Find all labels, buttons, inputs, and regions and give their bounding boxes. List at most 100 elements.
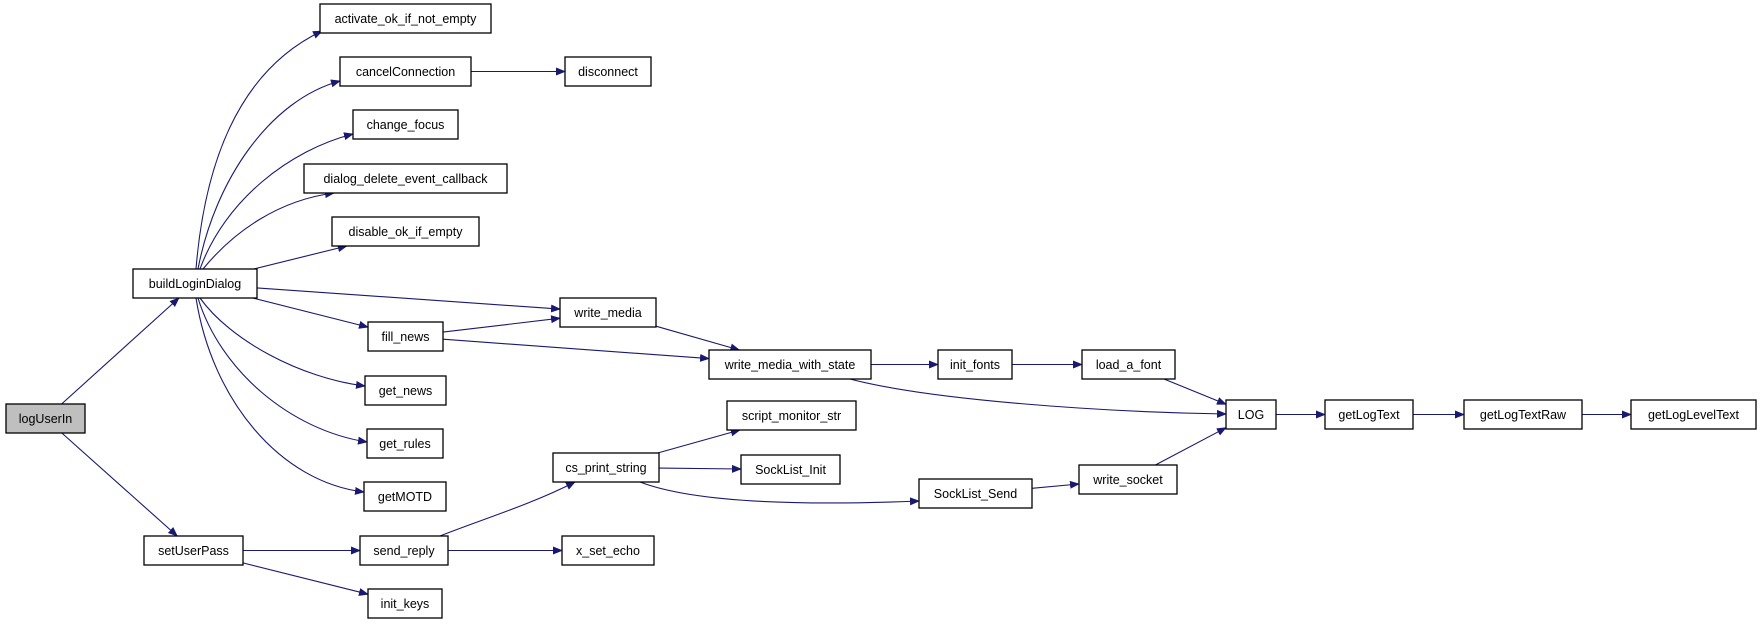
- edge-write_socket-to-LOG: [1155, 427, 1227, 466]
- node-label: getLogTextRaw: [1480, 408, 1567, 422]
- node-label: LOG: [1238, 408, 1264, 422]
- node-SockList_Init[interactable]: SockList_Init: [740, 454, 841, 485]
- edges-layer: [61, 30, 1632, 596]
- node-label: disconnect: [578, 65, 638, 79]
- node-cs_print_string[interactable]: cs_print_string: [552, 452, 660, 483]
- node-label: x_set_echo: [576, 544, 640, 558]
- node-label: getLogText: [1338, 408, 1400, 422]
- edge-buildLoginDialog-to-change_focus: [199, 132, 354, 270]
- edge-write_media-to-write_media_with_state: [655, 325, 741, 352]
- node-box: [132, 268, 258, 299]
- edge-buildLoginDialog-to-dialog_delete_event_callback: [202, 190, 335, 270]
- node-box: [1081, 349, 1176, 380]
- node-send_reply[interactable]: send_reply: [359, 535, 449, 566]
- edge-buildLoginDialog-to-cancelConnection: [197, 79, 341, 270]
- node-box: [1630, 399, 1757, 430]
- node-setUserPass[interactable]: setUserPass: [143, 535, 244, 566]
- node-box: [364, 375, 447, 406]
- node-script_monitor_str[interactable]: script_monitor_str: [726, 400, 857, 431]
- node-box: [303, 163, 508, 194]
- node-box: [352, 109, 459, 140]
- node-label: cs_print_string: [565, 461, 646, 475]
- edge-buildLoginDialog-to-write_media: [256, 287, 561, 313]
- node-label: get_news: [379, 384, 433, 398]
- node-box: [319, 3, 492, 34]
- node-change_focus[interactable]: change_focus: [352, 109, 459, 140]
- node-box: [367, 321, 444, 352]
- node-write_socket[interactable]: write_socket: [1078, 464, 1178, 495]
- edge-buildLoginDialog-to-get_news: [199, 297, 366, 389]
- node-label: cancelConnection: [356, 65, 455, 79]
- node-logUserIn[interactable]: logUserIn: [5, 403, 86, 434]
- node-disconnect[interactable]: disconnect: [564, 56, 652, 87]
- edge-cs_print_string-to-script_monitor_str: [657, 428, 741, 454]
- node-getLogTextRaw[interactable]: getLogTextRaw: [1463, 399, 1583, 430]
- node-load_a_font[interactable]: load_a_font: [1081, 349, 1176, 380]
- node-label: script_monitor_str: [742, 409, 841, 423]
- edge-logUserIn-to-setUserPass: [61, 432, 178, 537]
- edge-cs_print_string-to-SockList_Send: [639, 481, 920, 506]
- node-box: [561, 535, 655, 566]
- node-box: [1324, 399, 1414, 430]
- node-get_rules[interactable]: get_rules: [366, 428, 444, 459]
- node-getLogLevelText[interactable]: getLogLevelText: [1630, 399, 1757, 430]
- node-write_media_with_state[interactable]: write_media_with_state: [708, 349, 872, 380]
- node-box: [5, 403, 86, 434]
- node-write_media[interactable]: write_media: [559, 297, 657, 328]
- node-init_keys[interactable]: init_keys: [367, 588, 443, 619]
- node-label: buildLoginDialog: [149, 277, 241, 291]
- node-getLogText[interactable]: getLogText: [1324, 399, 1414, 430]
- edge-buildLoginDialog-to-getMOTD: [195, 297, 365, 495]
- node-label: init_keys: [381, 597, 430, 611]
- node-box: [559, 297, 657, 328]
- node-box: [708, 349, 872, 380]
- node-label: write_media_with_state: [724, 358, 856, 372]
- node-label: activate_ok_if_not_empty: [335, 12, 478, 26]
- node-box: [366, 428, 444, 459]
- node-box: [331, 216, 480, 247]
- node-box: [937, 349, 1013, 380]
- node-box: [1078, 464, 1178, 495]
- node-box: [1225, 399, 1277, 430]
- node-label: send_reply: [373, 544, 435, 558]
- node-box: [918, 478, 1033, 509]
- node-label: change_focus: [367, 118, 445, 132]
- node-box: [726, 400, 857, 431]
- node-box: [339, 56, 472, 87]
- node-label: SockList_Send: [934, 487, 1017, 501]
- node-label: getLogLevelText: [1648, 408, 1740, 422]
- node-disable_ok_if_empty[interactable]: disable_ok_if_empty: [331, 216, 480, 247]
- node-activate_ok_if_not_empty[interactable]: activate_ok_if_not_empty: [319, 3, 492, 34]
- node-box: [552, 452, 660, 483]
- node-fill_news[interactable]: fill_news: [367, 321, 444, 352]
- nodes-layer: logUserIn buildLoginDialog setUserPass acti…: [5, 3, 1757, 619]
- edge-SockList_Send-to-write_socket: [1031, 480, 1080, 489]
- node-label: getMOTD: [378, 490, 432, 504]
- node-LOG[interactable]: LOG: [1225, 399, 1277, 430]
- node-label: get_rules: [379, 437, 430, 451]
- node-label: logUserIn: [19, 412, 73, 426]
- node-label: write_socket: [1092, 473, 1163, 487]
- node-x_set_echo[interactable]: x_set_echo: [561, 535, 655, 566]
- node-SockList_Send[interactable]: SockList_Send: [918, 478, 1033, 509]
- edge-fill_news-to-write_media_with_state: [442, 338, 710, 362]
- edge-buildLoginDialog-to-disable_ok_if_empty: [253, 244, 348, 270]
- node-dialog_delete_event_callback[interactable]: dialog_delete_event_callback: [303, 163, 508, 194]
- node-label: write_media: [573, 306, 641, 320]
- node-get_news[interactable]: get_news: [364, 375, 447, 406]
- edge-send_reply-to-cs_print_string: [439, 481, 576, 537]
- edge-setUserPass-to-init_keys: [242, 562, 369, 596]
- node-init_fonts[interactable]: init_fonts: [937, 349, 1013, 380]
- node-buildLoginDialog[interactable]: buildLoginDialog: [132, 268, 258, 299]
- node-label: init_fonts: [950, 358, 1000, 372]
- edge-buildLoginDialog-to-activate_ok_if_not_empty: [195, 30, 323, 270]
- edge-write_media_with_state-to-LOG: [849, 378, 1227, 418]
- edge-cs_print_string-to-SockList_Init: [658, 464, 742, 473]
- node-getMOTD[interactable]: getMOTD: [363, 481, 447, 512]
- node-label: disable_ok_if_empty: [349, 225, 464, 239]
- node-cancelConnection[interactable]: cancelConnection: [339, 56, 472, 87]
- node-label: dialog_delete_event_callback: [323, 172, 488, 186]
- node-box: [740, 454, 841, 485]
- node-box: [363, 481, 447, 512]
